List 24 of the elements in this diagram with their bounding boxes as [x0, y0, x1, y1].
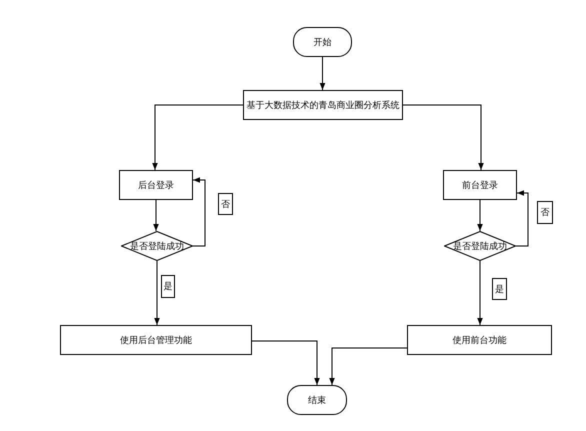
arrow [516, 190, 528, 246]
arrow [192, 177, 206, 246]
start-terminal: 开始 [293, 27, 352, 57]
process-box: 前台登录 [443, 170, 517, 200]
process-box: 使用后台管理功能 [60, 325, 252, 355]
arrow [402, 104, 484, 170]
arrow [252, 340, 320, 386]
process-box: 后台登录 [119, 170, 193, 200]
arrow [477, 260, 483, 326]
end-terminal: 结束 [287, 385, 347, 415]
arrow [329, 348, 408, 386]
arrow [477, 200, 483, 232]
arrow [320, 56, 326, 90]
decision-diamond: 是否登陆成功 [444, 231, 516, 261]
process-box: 使用前台功能 [407, 325, 552, 355]
arrow [152, 104, 244, 170]
edge-label: 否 [537, 201, 553, 224]
process-box: 基于大数据技术的青岛商业圈分析系统 [243, 90, 403, 120]
edge-label: 是 [161, 275, 175, 298]
edge-label: 否 [218, 193, 233, 215]
arrow [154, 260, 160, 326]
decision-diamond: 是否登陆成功 [121, 231, 193, 261]
edge-label: 是 [492, 278, 507, 300]
arrow [153, 200, 159, 232]
